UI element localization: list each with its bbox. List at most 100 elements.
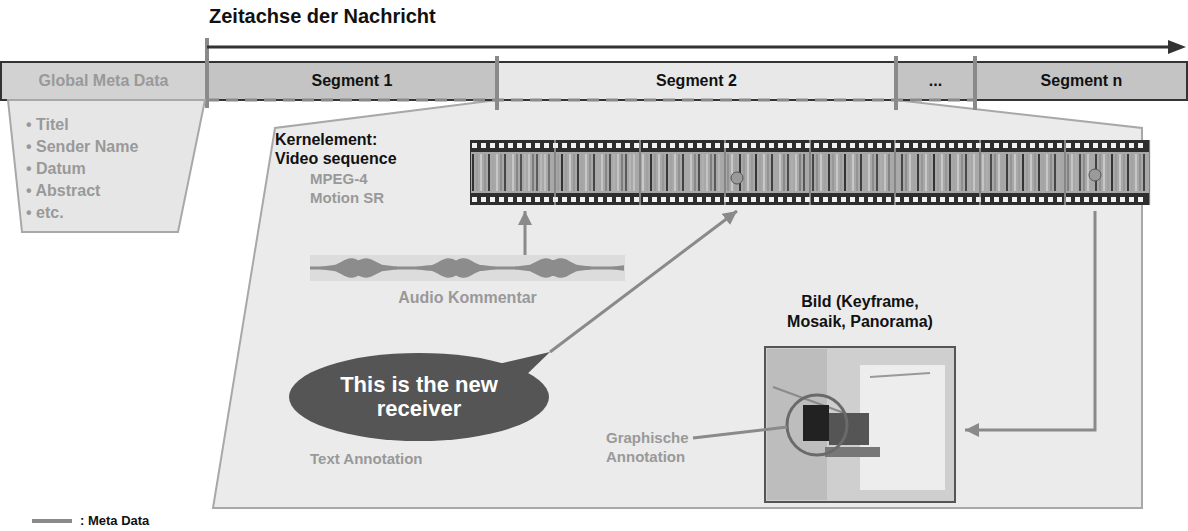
perforation bbox=[607, 197, 612, 202]
frame-texture bbox=[1123, 154, 1125, 191]
frame-texture bbox=[646, 154, 648, 191]
frame-texture bbox=[544, 154, 546, 191]
annotation-caption: Text Annotation bbox=[310, 450, 423, 467]
frame-texture bbox=[795, 154, 797, 191]
frame-texture bbox=[629, 154, 631, 191]
text-holder: • Abstract bbox=[26, 180, 205, 202]
perforation bbox=[1012, 197, 1017, 202]
segment-detail-panel bbox=[213, 100, 1142, 508]
frame-texture bbox=[504, 154, 506, 191]
frame-texture bbox=[803, 154, 805, 191]
text-holder: Bild (Keyframe, Mosaik, Panorama) bbox=[755, 292, 965, 332]
band-fill bbox=[975, 62, 1188, 100]
frame-texture bbox=[1075, 154, 1077, 191]
legend-line-sample bbox=[32, 519, 72, 523]
legend-row: : Meta Data bbox=[30, 513, 149, 528]
perforation bbox=[571, 197, 576, 202]
perforation bbox=[544, 197, 549, 202]
perforation bbox=[589, 143, 594, 148]
frame-texture bbox=[496, 154, 498, 191]
frame-texture bbox=[1006, 154, 1008, 191]
keyframe-image: Bild (Keyframe, Mosaik, Panorama) bbox=[755, 292, 965, 504]
frame-texture bbox=[1131, 154, 1133, 191]
perforation bbox=[1111, 143, 1116, 148]
frame-texture bbox=[755, 154, 757, 191]
frame-texture bbox=[540, 154, 542, 191]
frame-texture bbox=[945, 154, 947, 191]
band-fill bbox=[896, 62, 975, 100]
perforation bbox=[679, 143, 684, 148]
frame-texture bbox=[771, 154, 773, 191]
perforation bbox=[1120, 143, 1125, 148]
frame-texture bbox=[836, 154, 838, 191]
photo-detail bbox=[870, 373, 930, 377]
perforation bbox=[931, 197, 936, 202]
frame-texture bbox=[965, 154, 967, 191]
frame-texture bbox=[1079, 154, 1081, 191]
frame-texture bbox=[686, 154, 688, 191]
perforation bbox=[859, 143, 864, 148]
frame-texture bbox=[917, 154, 919, 191]
perforation bbox=[877, 143, 882, 148]
frame-texture bbox=[767, 154, 769, 191]
perforation bbox=[760, 143, 765, 148]
frame-texture bbox=[957, 154, 959, 191]
frame-texture bbox=[557, 154, 559, 191]
film-base bbox=[470, 140, 1150, 205]
perforation bbox=[949, 197, 954, 202]
perforation bbox=[1030, 197, 1035, 202]
frame-texture bbox=[690, 154, 692, 191]
frame-texture bbox=[625, 154, 627, 191]
perforation bbox=[949, 143, 954, 148]
perforation bbox=[832, 197, 837, 202]
perforation bbox=[472, 143, 477, 148]
frame-texture bbox=[1054, 154, 1056, 191]
frame-texture bbox=[727, 154, 729, 191]
frame-texture bbox=[799, 154, 801, 191]
frame-texture bbox=[909, 154, 911, 191]
keyframe-photo bbox=[765, 347, 955, 502]
segment-label: Global Meta Data bbox=[39, 72, 169, 90]
segment-label: ... bbox=[929, 72, 942, 90]
perforation bbox=[1039, 197, 1044, 202]
perforation bbox=[472, 197, 477, 202]
frame-texture bbox=[1119, 154, 1121, 191]
frame-texture bbox=[1026, 154, 1028, 191]
perforation bbox=[931, 143, 936, 148]
frame-texture bbox=[763, 154, 765, 191]
frame-texture bbox=[581, 154, 583, 191]
frame-texture bbox=[824, 154, 826, 191]
annotation-arrow bbox=[550, 211, 737, 352]
frame-texture bbox=[512, 154, 514, 191]
perforation bbox=[580, 143, 585, 148]
perforation bbox=[913, 143, 918, 148]
frame-texture bbox=[516, 154, 518, 191]
segment-label: Segment 1 bbox=[312, 72, 393, 90]
frame-texture bbox=[747, 154, 749, 191]
perforation bbox=[805, 143, 810, 148]
frame-texture bbox=[1127, 154, 1129, 191]
perforation bbox=[868, 197, 873, 202]
perforation bbox=[886, 143, 891, 148]
audio-waveform bbox=[310, 255, 625, 281]
film-frame bbox=[896, 152, 979, 193]
frame-texture bbox=[1083, 154, 1085, 191]
frame-texture bbox=[1042, 154, 1044, 191]
perforation bbox=[994, 197, 999, 202]
perforation bbox=[733, 197, 738, 202]
frame-divider bbox=[810, 140, 811, 205]
meta-field: • Sender Name bbox=[26, 136, 205, 158]
perforation bbox=[670, 197, 675, 202]
segment-divider bbox=[894, 56, 898, 110]
perforation bbox=[769, 197, 774, 202]
perforation bbox=[562, 143, 567, 148]
frame-texture bbox=[710, 154, 712, 191]
frame-texture bbox=[524, 154, 526, 191]
frame-texture bbox=[694, 154, 696, 191]
perforation bbox=[913, 197, 918, 202]
perforation bbox=[760, 197, 765, 202]
frame-texture bbox=[929, 154, 931, 191]
perforation bbox=[1102, 197, 1107, 202]
perforation bbox=[688, 143, 693, 148]
frame-texture bbox=[561, 154, 563, 191]
